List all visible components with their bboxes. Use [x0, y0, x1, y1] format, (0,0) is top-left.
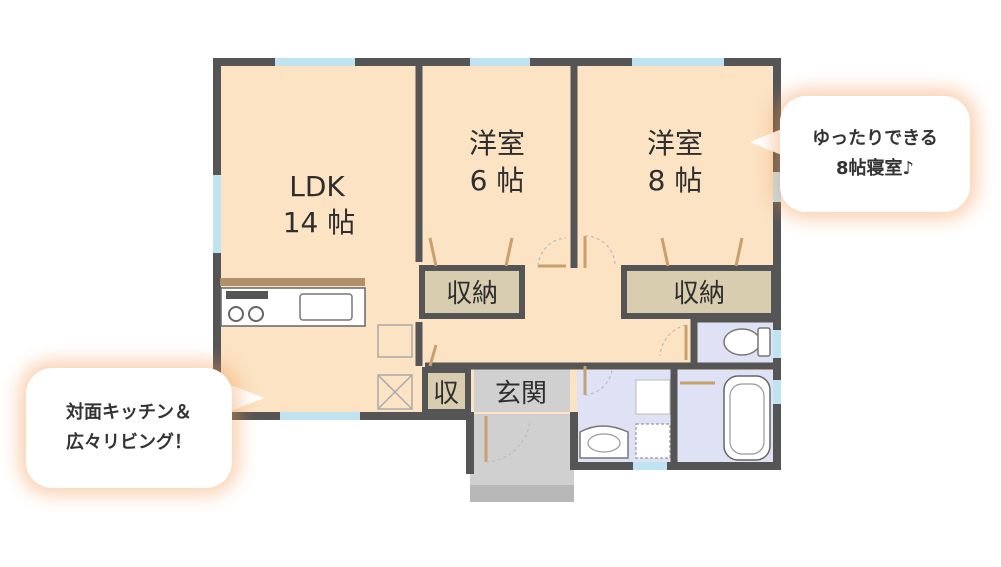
entrance-label: 玄関 — [495, 379, 547, 409]
western2-name: 洋室 — [647, 127, 703, 160]
door-swings — [485, 235, 687, 463]
callout-bedroom-tail — [750, 128, 784, 156]
porch-step — [470, 485, 574, 502]
floor-main — [217, 62, 777, 414]
floor-entrance — [474, 366, 570, 412]
callout-bedroom-line1: ゆったりできる — [812, 128, 938, 149]
ldk-name: LDK — [289, 170, 345, 203]
western2-size: 8 帖 — [648, 164, 703, 197]
callout-kitchen-line2: 広々リビング！ — [66, 432, 192, 453]
fridge-space — [377, 324, 413, 358]
storage1-label: 収納 — [446, 279, 498, 309]
callout-kitchen-line1: 対面キッチン＆ — [66, 402, 192, 423]
windows — [213, 58, 781, 470]
callout-bedroom-line2: 8帖寝室♪ — [835, 158, 914, 179]
inner-walls — [415, 62, 777, 466]
western1-size: 6 帖 — [470, 164, 525, 197]
kitchen-counter — [220, 278, 366, 327]
callout-bedroom: ゆったりできる 8帖寝室♪ — [780, 96, 970, 212]
storage-block-1 — [419, 265, 525, 319]
doors — [428, 236, 744, 462]
pantry-box — [377, 374, 413, 410]
ldk-size: 14 帖 — [283, 206, 356, 239]
callout-kitchen: 対面キッチン＆ 広々リビング！ — [26, 368, 232, 488]
storage-small-label: 収 — [433, 379, 459, 409]
storage2-label: 収納 — [673, 279, 725, 309]
western1-name: 洋室 — [469, 127, 525, 160]
fixtures — [579, 327, 771, 461]
callout-kitchen-tail — [228, 384, 264, 412]
